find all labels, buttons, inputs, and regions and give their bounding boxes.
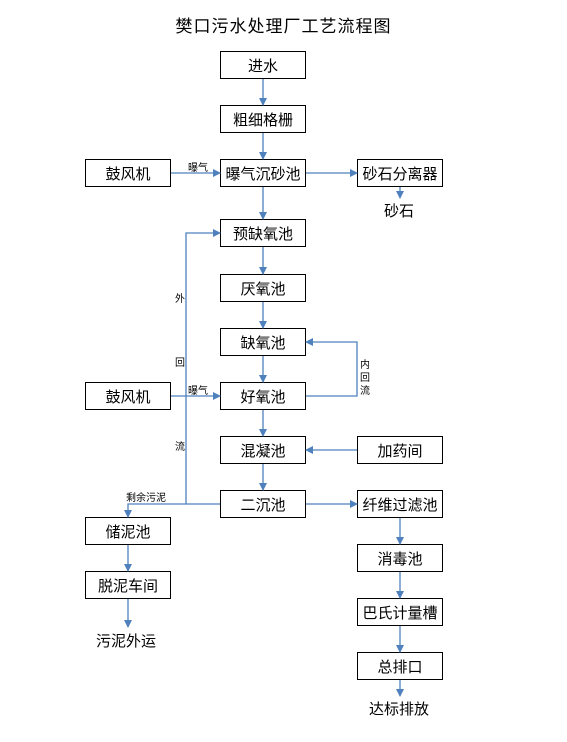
effluent-output-label: 达标排放 [369, 700, 430, 718]
node-inflow: 进水 [220, 51, 306, 79]
external-reflux-char-2: 回 [175, 358, 185, 369]
arrow-internal-reflux [305, 338, 358, 397]
arrow-external-reflux [185, 229, 221, 505]
external-reflux-char-3: 流 [175, 442, 185, 453]
sludge-output-label: 污泥外运 [96, 632, 157, 650]
aeration-label-2: 曝气 [188, 386, 208, 397]
arrow-excess-sludge [124, 503, 186, 518]
external-reflux-char-1: 外 [175, 294, 185, 305]
node-main-outfall: 总排口 [357, 652, 443, 680]
node-anoxic-tank: 缺氧池 [220, 328, 306, 356]
node-aerated-grit-chamber: 曝气沉砂池 [220, 159, 306, 187]
node-blower-2: 鼓风机 [85, 382, 171, 410]
node-screens: 粗细格栅 [220, 105, 306, 133]
node-parshall-flume: 巴氏计量槽 [357, 598, 443, 626]
internal-reflux-char-3: 流 [360, 386, 370, 397]
excess-sludge-label: 剩余污泥 [126, 493, 166, 504]
grit-output-label: 砂石 [384, 202, 415, 220]
node-disinfection-tank: 消毒池 [357, 544, 443, 572]
node-dosing-room: 加药间 [357, 436, 443, 464]
aeration-label-1: 曝气 [188, 163, 208, 174]
internal-reflux-char-2: 回 [360, 373, 370, 384]
node-fiber-filter: 纤维过滤池 [357, 490, 443, 518]
node-blower-1: 鼓风机 [85, 159, 171, 187]
node-secondary-clarifier: 二沉池 [220, 490, 306, 518]
internal-reflux-char-1: 内 [360, 360, 370, 371]
node-grit-separator: 砂石分离器 [357, 159, 443, 187]
diagram-title: 樊口污水处理厂工艺流程图 [175, 17, 392, 37]
